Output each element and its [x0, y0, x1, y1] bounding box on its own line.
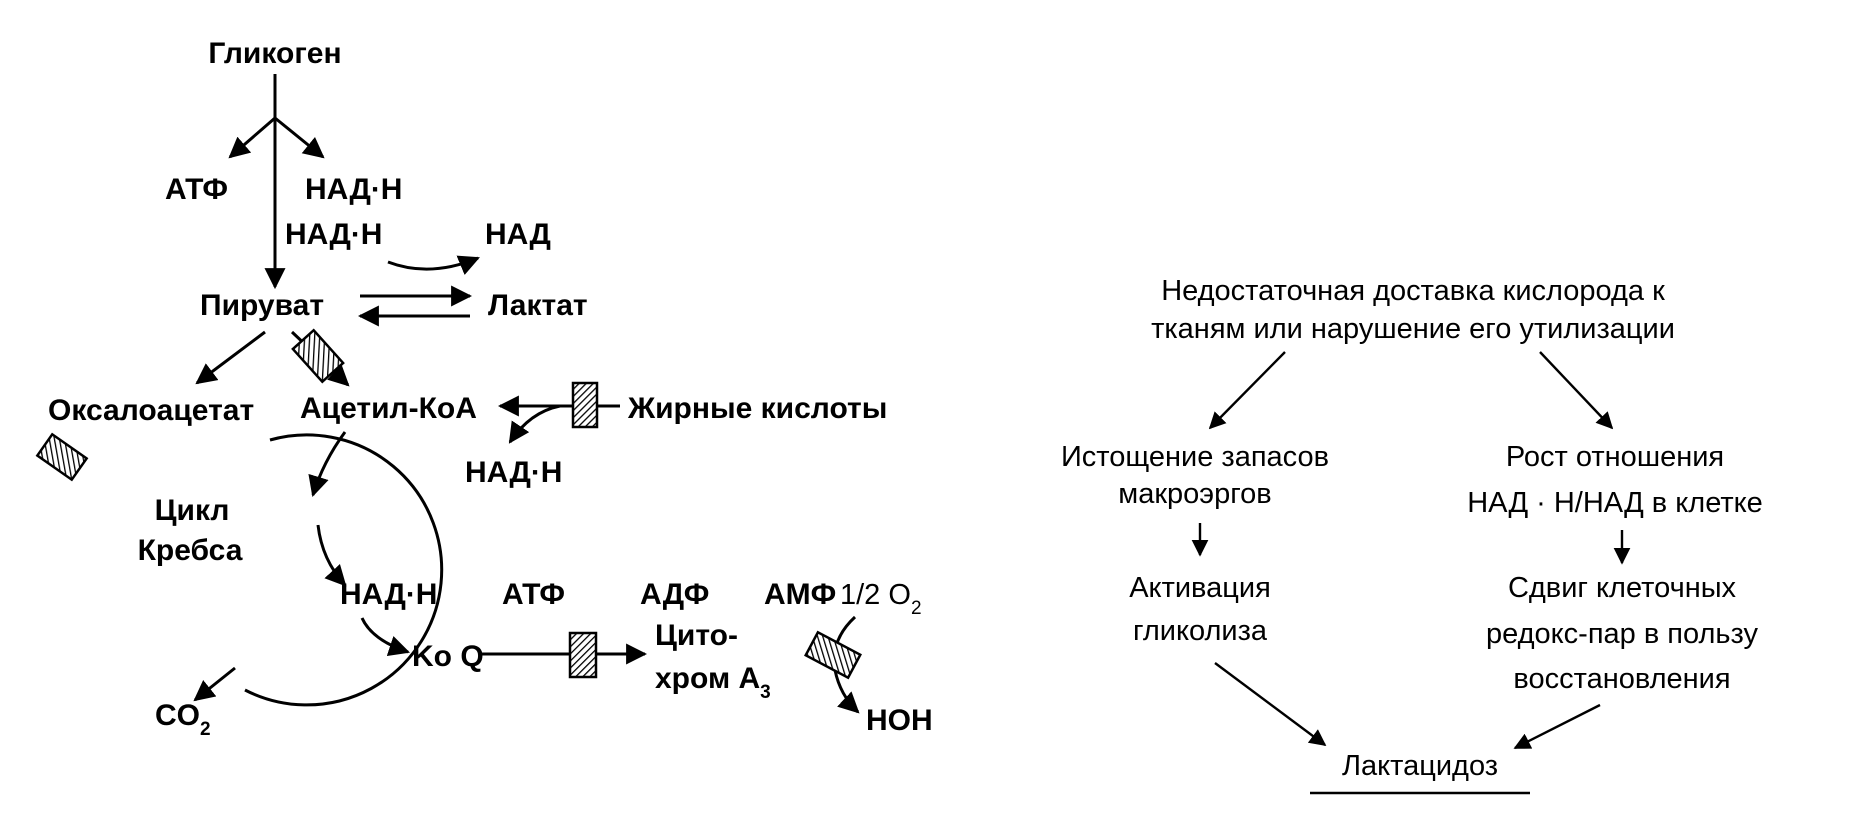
o2-subscript: 2: [911, 598, 922, 619]
o2-prefix: 1/2 O: [840, 579, 911, 611]
nadh-mid-label: НАД·Н: [285, 218, 382, 251]
nadh-to-koq-arrow: [360, 617, 410, 656]
nadh-chain-label: НАД·Н: [340, 578, 437, 611]
cytochrome-subscript: 3: [760, 682, 771, 703]
right-panel: Недостаточная доставка кислорода к тканя…: [1061, 275, 1763, 795]
glycolysis-line2: гликолиза: [1133, 615, 1268, 647]
glycolysis-to-acidosis-arrow: [1214, 662, 1327, 747]
oxaloacetate-block: [35, 432, 89, 482]
etc-block-2: [804, 630, 862, 680]
lactate-label: Лактат: [488, 289, 588, 322]
nadh-to-nad-arrow: [387, 255, 480, 275]
atf-chain-label: АТФ: [502, 578, 565, 611]
nadh-top-label: НАД·Н: [305, 173, 402, 206]
atf-top-label: АТФ: [165, 173, 228, 206]
hypoxia-to-depletion-arrow: [1208, 351, 1286, 430]
o2-label: 1/2 O2: [840, 579, 922, 619]
krebs-label-line2: Кребса: [138, 534, 243, 567]
depletion-line1: Истощение запасов: [1061, 441, 1329, 473]
hoh-label: НОН: [866, 704, 933, 737]
redox-shift-line3: восстановления: [1513, 663, 1730, 695]
acetylcoa-to-cycle-arrow: [308, 431, 347, 498]
pdh-block: [291, 328, 345, 384]
left-panel: Гликоген АТФ НАД·Н НАД·Н НАД Пируват Лак…: [35, 37, 933, 740]
cycle-to-nadh-arrow: [316, 524, 347, 587]
amf-label: АМФ: [764, 578, 836, 611]
cytochrome-line1: Цито-: [655, 619, 738, 652]
acetylcoa-label: Ацетил-КоА: [300, 392, 477, 425]
co2-label: CO2: [155, 699, 211, 740]
koq-label: Ko Q: [412, 640, 484, 673]
hypoxia-line1: Недостаточная доставка кислорода к: [1161, 275, 1665, 307]
glycolysis-line1: Активация: [1129, 572, 1271, 604]
nadh-fa-label: НАД·Н: [465, 456, 562, 489]
pyruvate-to-oxaloacetate-arrow: [195, 330, 266, 385]
fatty-acid-block: [571, 381, 599, 429]
lactic-acidosis-label: Лактацидоз: [1342, 750, 1498, 782]
redox-to-acidosis-arrow: [1513, 703, 1601, 750]
krebs-cycle-circle: [244, 433, 444, 707]
nad-label: НАД: [485, 218, 551, 251]
to-atf-arrow: [228, 116, 276, 159]
co2-subscript: 2: [200, 719, 211, 740]
krebs-label-line1: Цикл: [155, 494, 230, 527]
cytochrome-main: хром A: [655, 662, 760, 695]
fa-to-nadh-arrow: [508, 404, 561, 444]
adf-label: АДФ: [640, 578, 709, 611]
cytochrome-line2: хром A3: [655, 662, 771, 703]
co2-arrow: [193, 666, 236, 702]
to-nadh-arrow: [274, 116, 325, 159]
hypoxia-line2: тканям или нарушение его утилизации: [1151, 313, 1675, 345]
etc-block-1: [568, 631, 598, 679]
glycogen-label: Гликоген: [208, 37, 341, 70]
ratio-line2: НАД · Н/НАД в клетке: [1467, 487, 1763, 519]
co2-main: CO: [155, 699, 200, 732]
redox-shift-line2: редокс-пар в пользу: [1486, 618, 1759, 650]
pyruvate-label: Пируват: [200, 289, 324, 322]
hypoxia-to-ratio-arrow: [1539, 351, 1614, 430]
depletion-line2: макроэргов: [1118, 478, 1271, 510]
ratio-line1: Рост отношения: [1506, 441, 1724, 473]
oxaloacetate-label: Оксалоацетат: [48, 394, 254, 427]
redox-shift-line1: Сдвиг клеточных: [1508, 572, 1737, 604]
fatty-acids-label: Жирные кислоты: [627, 392, 887, 425]
